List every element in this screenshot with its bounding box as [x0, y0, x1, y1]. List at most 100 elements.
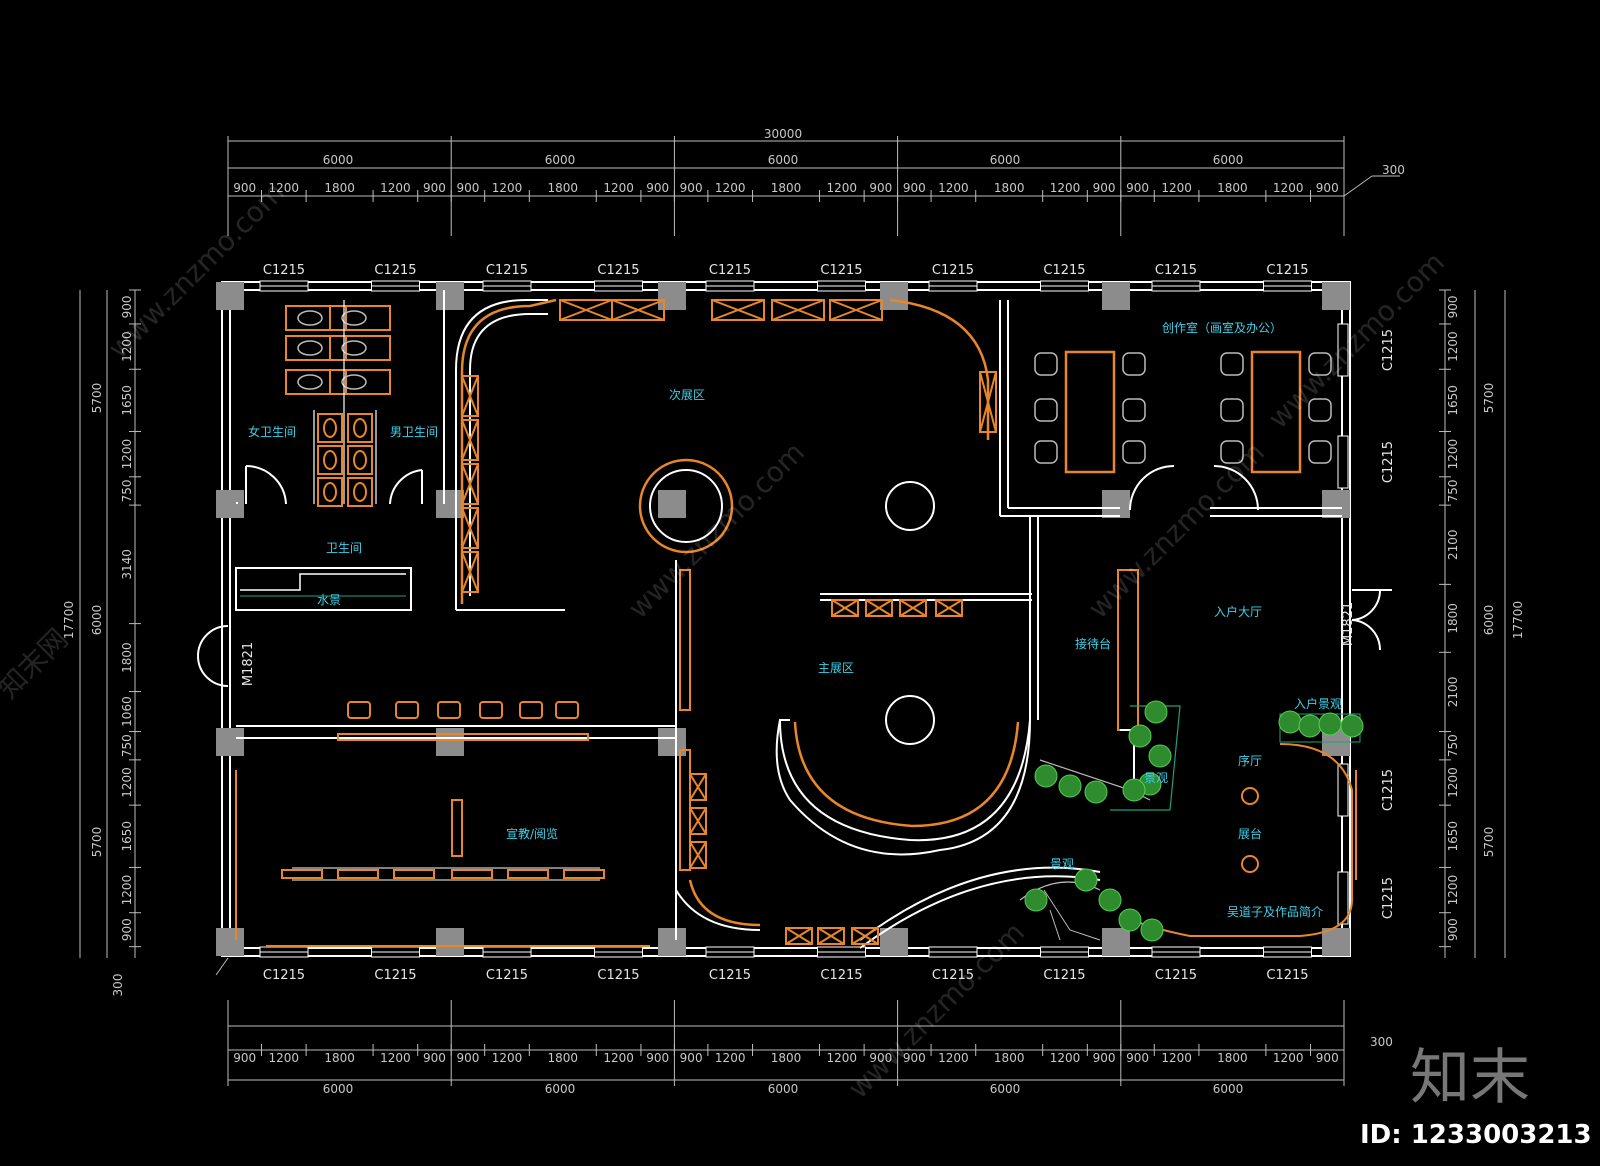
chair: [479, 701, 503, 719]
tree: [1074, 868, 1098, 892]
tree: [1122, 778, 1146, 802]
urinal-box: [317, 477, 343, 507]
urinal: [353, 418, 367, 438]
left-sub-dimension: 750: [120, 480, 134, 503]
bottom-sub-dimension: 900: [456, 1051, 479, 1065]
display-case-cross: [771, 299, 825, 321]
left-segment: 6000: [90, 605, 104, 636]
dimension-lines: [79, 136, 1506, 1086]
display-case: [461, 419, 479, 461]
right-sub-dimension: 2100: [1446, 677, 1460, 708]
window-opening: [1337, 763, 1349, 817]
interior-walls: [197, 290, 1392, 949]
display-case: [711, 299, 765, 321]
room-label-lecture: 宣教/阅览: [506, 826, 558, 841]
watermark-site: www.znzmo.com: [622, 436, 811, 625]
right-sub-dimension: 1650: [1446, 821, 1460, 852]
display-case-cross: [461, 551, 479, 593]
column: [880, 282, 908, 310]
bottom-sub-dimension: 900: [1126, 1051, 1149, 1065]
left-sub-dimension: 900: [120, 296, 134, 319]
top-windows: [259, 280, 1349, 925]
lecture-table: [451, 869, 493, 879]
display-case: [979, 371, 997, 433]
toilet: [297, 340, 323, 356]
display-case-cross: [829, 299, 883, 321]
window-label: C1215: [486, 968, 528, 983]
display-case-cross: [559, 299, 613, 321]
toilet: [341, 340, 367, 356]
column: [1102, 928, 1130, 956]
top-sub-dimension: 1200: [380, 181, 411, 195]
display-case: [461, 463, 479, 505]
top-sub-dimension: 900: [423, 181, 446, 195]
bench: [337, 733, 589, 741]
top-sub-dimension: 1200: [269, 181, 300, 195]
left-sub-dimension: 1650: [120, 821, 134, 852]
window-label: C1215: [1266, 263, 1308, 278]
left-sub-dimension: 1200: [120, 875, 134, 906]
top-sub-dimension: 900: [646, 181, 669, 195]
bottom-sub-dimension: 1200: [1273, 1051, 1304, 1065]
studio-chair: [1122, 352, 1146, 376]
column: [658, 282, 686, 310]
bottom-sub-dimension: 1200: [827, 1051, 858, 1065]
window-label: C1215: [709, 263, 751, 278]
display-case-cross: [935, 599, 963, 617]
top-segment: 6000: [323, 153, 354, 167]
wc-stall: [285, 305, 347, 331]
bottom-sub-dimension: 900: [423, 1051, 446, 1065]
display-case: [689, 773, 707, 801]
tree: [1140, 918, 1164, 942]
studio-chair: [1034, 440, 1058, 464]
right-sub-dimension: 1800: [1446, 603, 1460, 634]
window-label: C1215: [1381, 769, 1396, 811]
tree: [1098, 888, 1122, 912]
column: [216, 490, 244, 518]
left-sub-dimension: 3140: [120, 549, 134, 580]
lecture-table: [563, 869, 605, 879]
top-sub-dimension: 1200: [715, 181, 746, 195]
window-labels: C1215C1215C1215C1215C1215C1215C1215C1215…: [263, 263, 1396, 983]
bottom-sub-dimension: 1800: [548, 1051, 579, 1065]
left-sub-dimension: 1060: [120, 696, 134, 727]
top-sub-dimension: 1800: [548, 181, 579, 195]
display-case-cross: [461, 375, 479, 417]
left-sub-dimension: 1800: [120, 642, 134, 673]
column: [1322, 282, 1350, 310]
bottom-segment: 6000: [323, 1082, 354, 1096]
top-segment: 6000: [1213, 153, 1244, 167]
column: [880, 928, 908, 956]
bottom-sub-dimension: 1800: [771, 1051, 802, 1065]
tree: [1148, 744, 1172, 768]
right-sub-dimension: 750: [1446, 734, 1460, 757]
room-label-intro: 吴道子及作品简介: [1227, 905, 1323, 919]
window-label: C1215: [486, 263, 528, 278]
studio-chair: [1220, 398, 1244, 422]
tree: [1340, 714, 1364, 738]
room-label-foyer: 序厅: [1238, 753, 1262, 768]
outer-walls: [221, 281, 1351, 957]
lecture-stand: [451, 799, 463, 857]
studio-chair: [1122, 440, 1146, 464]
right-sub-dimension: 1200: [1446, 767, 1460, 798]
studio-chair: [1122, 398, 1146, 422]
window-label: C1215: [1043, 968, 1085, 983]
room-label-entrance-hall: 入户大厅: [1214, 604, 1262, 619]
lecture-table: [393, 869, 435, 879]
tree: [1118, 908, 1142, 932]
top-segment: 6000: [990, 153, 1021, 167]
wc-stall: [329, 335, 391, 361]
right-segment: 5700: [1482, 827, 1496, 858]
display-case-cross: [689, 841, 707, 869]
window-label: C1215: [820, 263, 862, 278]
display-case-cross: [461, 463, 479, 505]
bottom-sub-dimension: 900: [1093, 1051, 1116, 1065]
bottom-sub-dimension: 900: [646, 1051, 669, 1065]
bottom-segment: 6000: [1213, 1082, 1244, 1096]
left-sub-dimension: 900: [120, 918, 134, 941]
top-sub-dimension: 1800: [771, 181, 802, 195]
room-label-mens-wc: 男卫生间: [390, 425, 438, 439]
studio-chair: [1034, 398, 1058, 422]
